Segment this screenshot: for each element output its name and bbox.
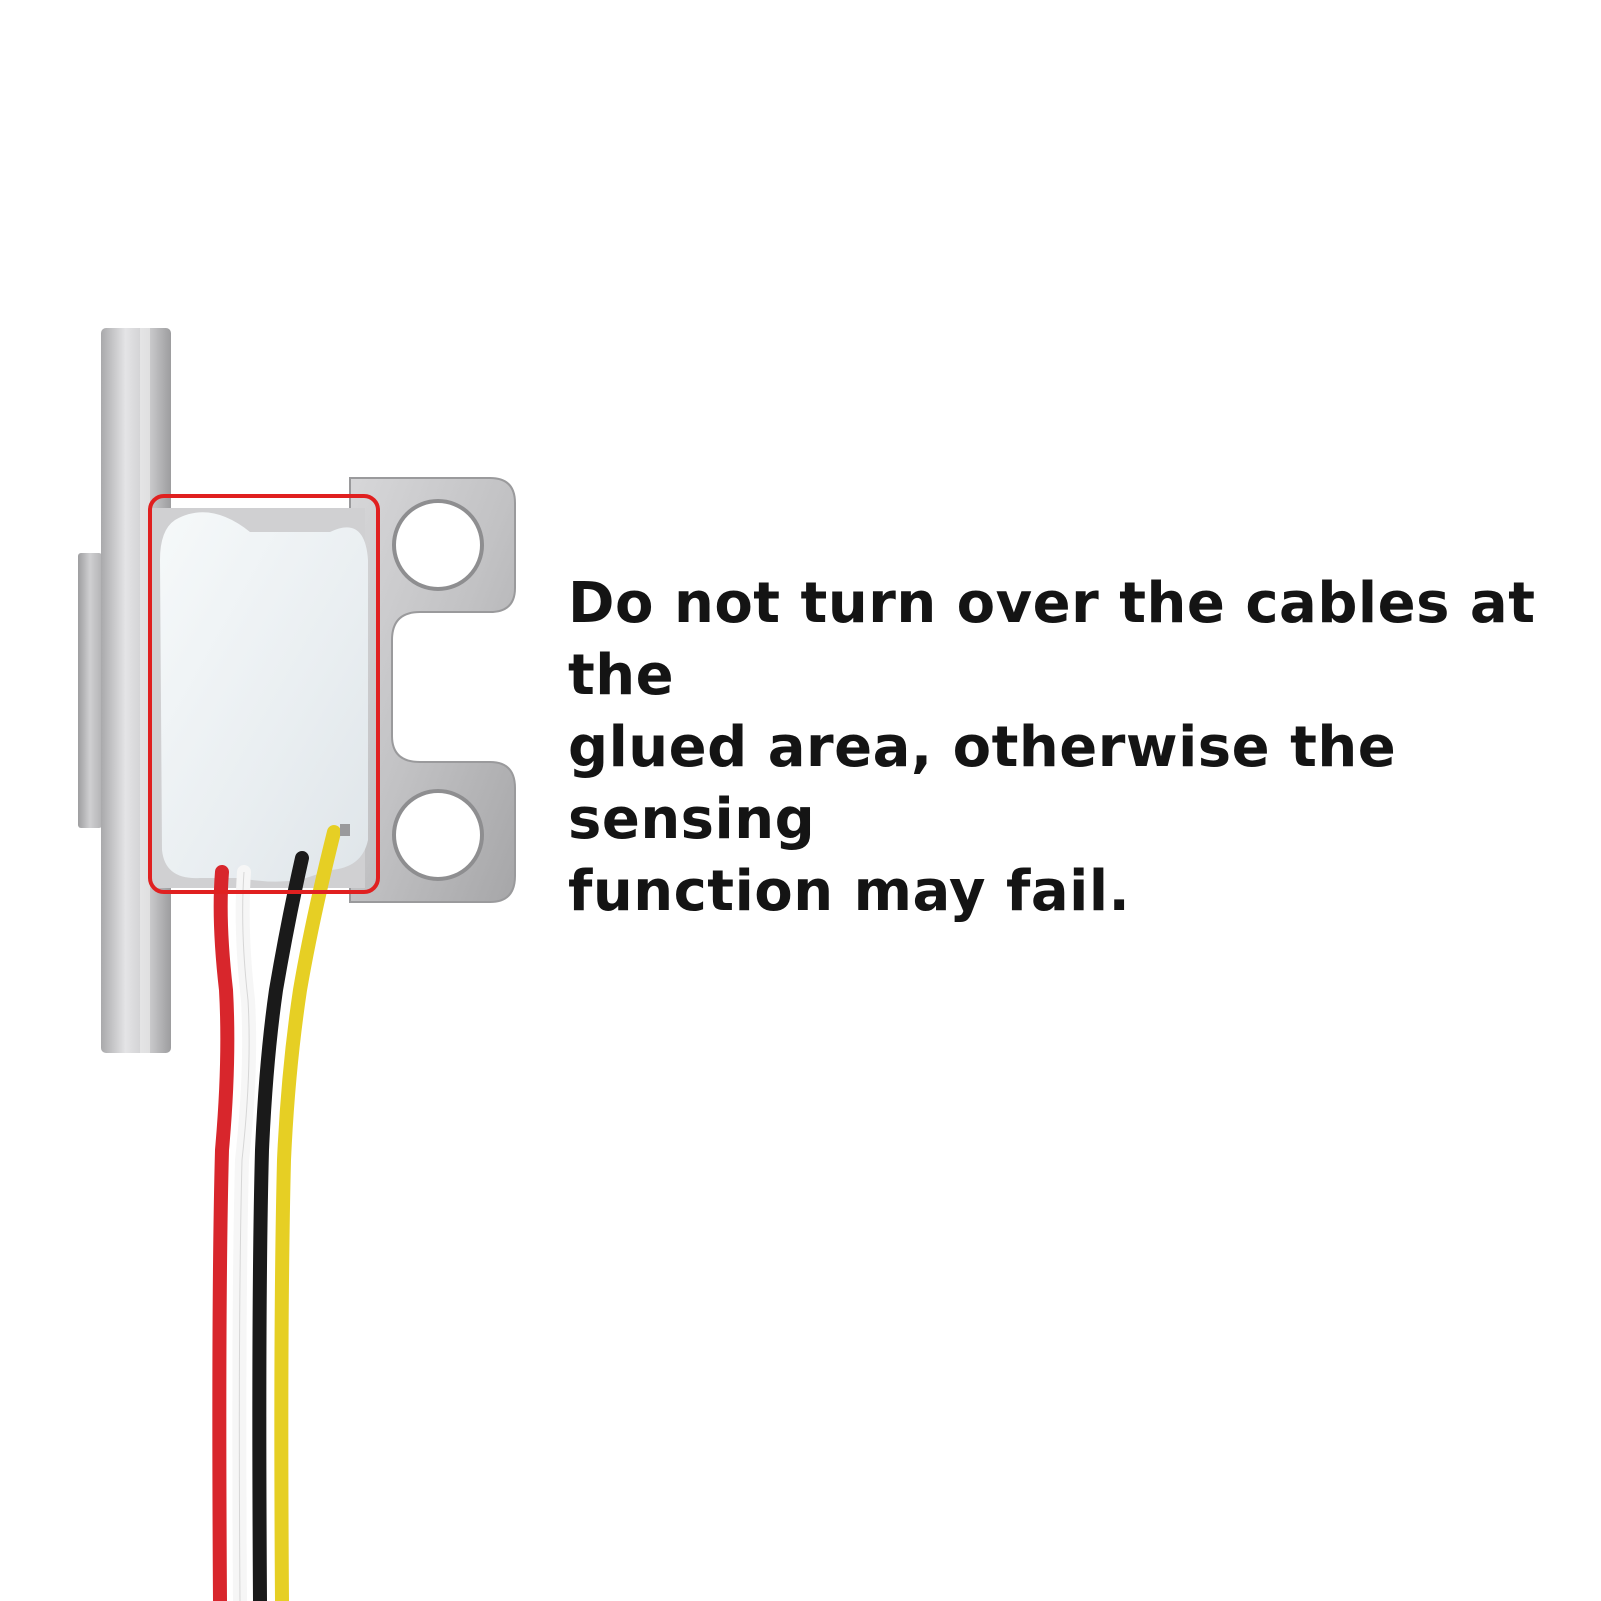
mounting-hole-top bbox=[392, 499, 484, 591]
caption: Do not turn over the cables at the glued… bbox=[568, 568, 1578, 928]
mounting-bracket bbox=[349, 477, 516, 903]
wire-white-outline bbox=[238, 871, 250, 1601]
wire-black bbox=[252, 851, 309, 1601]
highlight-frame bbox=[148, 494, 380, 894]
mounting-hole-bottom bbox=[392, 789, 484, 881]
wire-yellow bbox=[274, 825, 341, 1601]
wire-red bbox=[212, 865, 235, 1601]
glue-area bbox=[160, 512, 368, 882]
caption-line-3: function may fail. bbox=[568, 859, 1131, 924]
caption-line-1: Do not turn over the cables at the bbox=[568, 571, 1536, 708]
solder-point bbox=[340, 824, 350, 836]
metal-bar-edge bbox=[140, 328, 150, 1053]
caption-line-2: glued area, otherwise the sensing bbox=[568, 715, 1397, 852]
side-plate bbox=[78, 553, 102, 828]
